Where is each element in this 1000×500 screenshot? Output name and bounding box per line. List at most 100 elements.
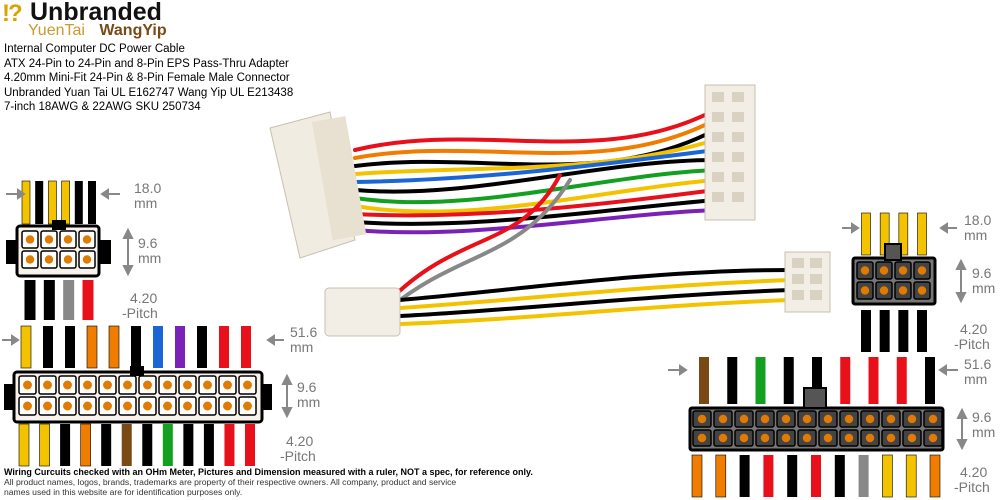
right-8pin-pitch-label: 4.20 -Pitch [954,322,990,352]
wire [858,455,869,497]
wire [882,454,893,498]
brand-name: Unbranded [30,0,162,26]
wire [197,326,207,368]
wire [24,280,36,320]
wire [861,212,871,256]
left-8pin-width-label: 18.0 mm [134,181,161,211]
pitch-text: -Pitch [122,305,158,321]
product-description: Internal Computer DC Power Cable ATX 24-… [4,42,293,115]
pin-contact [163,401,172,411]
description-line: 4.20mm Mini-Fit 24-Pin & 8-Pin Female Ma… [4,72,290,85]
sub-brand-wangyip: WangYip [99,22,167,39]
left-24pin-bottom-wires [18,423,255,467]
wire [691,454,703,498]
left-8pin-bottom-wires [24,280,94,320]
left-24pin-width-label: 51.6 mm [290,325,317,355]
wire [929,454,941,498]
wire [203,424,214,466]
wire [162,424,173,466]
pin-contact [25,255,35,264]
pin-contact [907,414,917,424]
pin-contact [718,433,728,443]
pin-contact [143,380,152,390]
pitch-value: 4.20 [960,321,988,337]
wire [739,455,750,497]
pin-contact [203,401,212,411]
pin-contact [163,380,172,390]
wire [18,423,30,467]
wire [896,357,907,404]
pitch-text: -Pitch [280,448,316,464]
pin-contact [143,401,152,411]
left-8pin-dimension-arrows [6,188,134,277]
wire [175,326,185,368]
right-24pin-housing [688,387,945,452]
left-8pin-housing [6,220,111,278]
right-8pin-bottom-wires [861,310,927,352]
wire [86,325,98,369]
brand-mark: !? [2,0,23,27]
pin-contact [879,266,889,275]
pin-contact [907,433,917,443]
pin-contact [44,235,54,244]
dimension-value: 9.6 [138,235,158,251]
connector-24pin-male-photo [704,84,756,221]
sub-brands: YuenTai WangYip [28,22,167,40]
wire [917,310,927,352]
wire [183,424,194,466]
pin-contact [223,380,232,390]
left-24pin-dimension-arrows [2,334,293,419]
pin-contact [917,266,927,275]
description-line: 7-inch 18AWG & 22AWG SKU 250734 [4,101,201,114]
right-24pin-pins [692,410,943,447]
wire [917,212,927,256]
description-line: ATX 24-Pin to 24-Pin and 8-Pin EPS Pass-… [4,57,289,70]
disclaimer: Wiring Curcuits checked with an OHm Mete… [4,467,604,498]
wire [131,326,141,368]
right-8pin-housing [851,243,937,306]
wire [834,455,845,497]
wire [39,423,50,467]
pin-contact [844,433,854,443]
dimension-unit: mm [134,195,158,211]
pitch-value: 4.20 [130,290,158,306]
pin-contact [25,235,35,244]
pin-contact [718,414,728,424]
pin-contact [63,255,73,264]
left-24pin-housing [4,366,272,424]
right-24pin-dimension-arrows [668,364,968,451]
pin-contact [865,433,875,443]
wire [699,357,709,404]
wire [82,280,94,320]
wire [80,423,91,467]
left-24pin-height-label: 9.6 mm [297,380,320,410]
wire [727,357,738,404]
wire [74,181,83,224]
wire-bundle [353,108,792,326]
right-24pin-height-label: 9.6 mm [972,410,995,440]
wire [879,310,890,352]
pin-contact [823,433,833,443]
dimension-value: 9.6 [297,379,317,395]
pin-contact [123,380,132,390]
pin-contact [83,380,92,390]
left-pitch-label: 4.20 -Pitch [122,291,158,321]
dimension-value: 18.0 [134,180,162,196]
left-24pin-pins [18,375,257,416]
pin-contact [697,414,707,424]
wire [60,424,71,466]
pin-contact [183,380,192,390]
dimension-value: 9.6 [972,409,992,425]
wire [925,357,935,404]
wire [224,424,235,466]
pin-contact [23,380,32,390]
right-24pin-width-label: 51.6 mm [964,357,991,387]
pin-contact [739,433,749,443]
pin-contact [697,433,707,443]
wire [905,454,917,498]
wire [245,424,255,466]
connector-24pin-female-photo [269,111,367,259]
